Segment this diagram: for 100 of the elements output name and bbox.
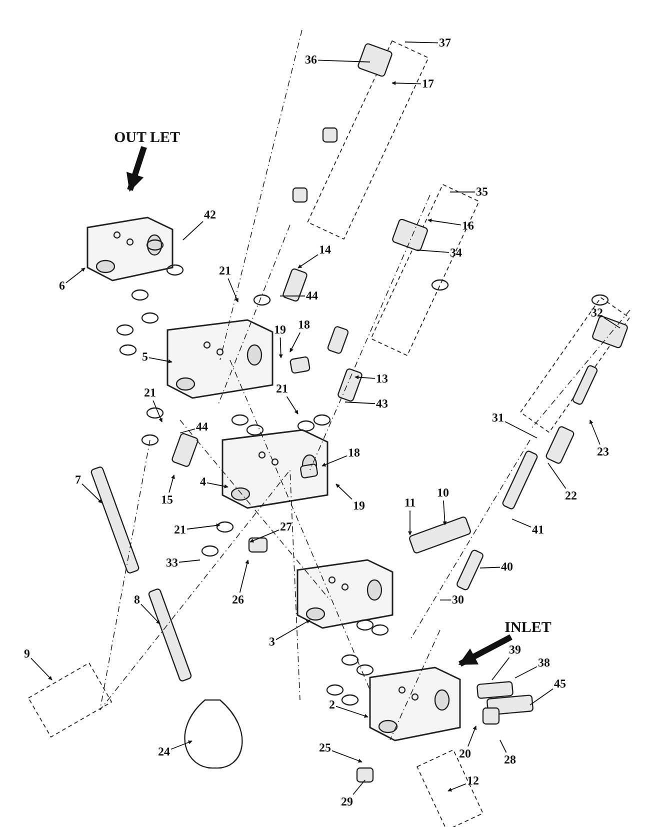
leader-arrow <box>206 482 228 488</box>
leader-line <box>504 421 538 438</box>
callout-number: 7 <box>75 474 81 486</box>
callout-number: 25 <box>319 742 331 754</box>
callout-number: 31 <box>492 412 504 424</box>
leader-arrow <box>298 254 318 268</box>
leader-arrow <box>186 523 220 530</box>
leader-line <box>404 42 438 44</box>
callout-number: 18 <box>298 318 310 332</box>
leader-line <box>604 317 620 328</box>
leader-arrow <box>66 268 86 284</box>
callout-number: 15 <box>161 494 173 506</box>
callout-number: 41 <box>532 524 544 536</box>
leader-arrow <box>278 337 283 358</box>
callout-number: 6 <box>59 280 65 292</box>
flow-label: INLET <box>504 620 552 636</box>
leader-arrow <box>140 604 160 624</box>
leader-arrow <box>276 620 310 640</box>
callout-number: 40 <box>501 560 513 574</box>
leader-line <box>514 666 538 678</box>
leader-arrow <box>148 357 172 364</box>
callout-number: 5 <box>142 350 148 364</box>
callout-number: 17 <box>422 78 434 90</box>
callout-number: 18 <box>348 446 360 460</box>
leader-arrow <box>392 81 422 86</box>
callout-number: 8 <box>134 594 140 606</box>
leader-arrow <box>468 726 477 747</box>
leader-line <box>182 221 204 240</box>
flow-arrow <box>126 146 147 192</box>
leader-line <box>480 566 500 568</box>
leader-line <box>530 688 554 706</box>
callout-number: 29 <box>341 796 353 808</box>
leader-arrow <box>170 740 192 750</box>
leader-arrow <box>428 218 462 226</box>
callout-number: 26 <box>232 594 244 606</box>
callout-number: 21 <box>144 386 156 400</box>
callout-number: 4 <box>200 476 206 488</box>
leader-line <box>318 60 370 62</box>
callout-number: 44 <box>196 420 208 434</box>
leader-arrow <box>250 529 280 542</box>
leader-arrow <box>354 375 376 380</box>
callout-number: 24 <box>158 746 170 758</box>
callout-number: 39 <box>509 644 521 656</box>
leader-line <box>344 402 376 404</box>
callout-number: 32 <box>591 306 603 320</box>
callout-number: 12 <box>467 774 479 788</box>
callout-number: 11 <box>404 496 416 510</box>
callout-number: 19 <box>274 324 286 336</box>
leader-arrow <box>82 483 102 504</box>
callout-number: 35 <box>476 186 488 198</box>
leader-arrow <box>448 783 466 792</box>
callout-number: 36 <box>305 54 317 66</box>
callout-number: 10 <box>437 486 449 500</box>
leader-arrow <box>239 560 250 593</box>
callout-number: 2 <box>329 698 335 712</box>
flow-arrow <box>458 634 512 667</box>
leader-line <box>416 250 450 253</box>
leader-arrow <box>322 455 348 466</box>
leader-arrow <box>30 658 52 680</box>
leader-arrow <box>442 500 447 526</box>
leader-arrow <box>168 474 175 493</box>
callout-number: 42 <box>204 208 216 222</box>
leader-arrow <box>228 278 238 302</box>
leader-line <box>500 740 507 753</box>
callout-number: 14 <box>319 244 331 256</box>
callout-number: 13 <box>376 372 388 386</box>
leader-arrow <box>286 396 298 414</box>
callout-number: 27 <box>280 520 292 534</box>
leader-arrow <box>590 420 600 445</box>
leader-arrow <box>332 750 362 763</box>
callout-number: 44 <box>306 290 318 302</box>
callout-number: 3 <box>269 636 275 648</box>
callout-number: 30 <box>452 594 464 606</box>
callout-number: 19 <box>353 500 365 512</box>
callout-number: 37 <box>439 36 451 50</box>
leader-line <box>548 462 566 489</box>
leader-arrow <box>336 484 352 500</box>
flow-label: OUT LET <box>114 130 180 146</box>
callout-number: 38 <box>538 656 550 670</box>
callout-number: 22 <box>565 490 577 502</box>
callout-number: 20 <box>459 748 471 760</box>
leader-line <box>492 657 510 680</box>
leader-arrow <box>290 332 301 352</box>
leader-arrow <box>152 400 162 422</box>
callout-number: 28 <box>504 754 516 766</box>
leader-line <box>178 560 200 563</box>
callout-number: 43 <box>376 398 388 410</box>
callout-number: 45 <box>554 678 566 690</box>
callout-number: 21 <box>276 382 288 396</box>
callout-number: 16 <box>462 220 474 232</box>
callout-number: 34 <box>450 246 462 260</box>
leader-arrow <box>408 510 412 536</box>
leader-arrow <box>336 706 368 718</box>
callout-number: 9 <box>24 648 30 660</box>
callout-number: 21 <box>219 264 231 278</box>
callout-number: 21 <box>174 524 186 536</box>
leader-line <box>352 780 366 795</box>
leader-line <box>180 428 196 434</box>
leader-line <box>512 518 532 528</box>
callout-number: 23 <box>597 446 609 458</box>
